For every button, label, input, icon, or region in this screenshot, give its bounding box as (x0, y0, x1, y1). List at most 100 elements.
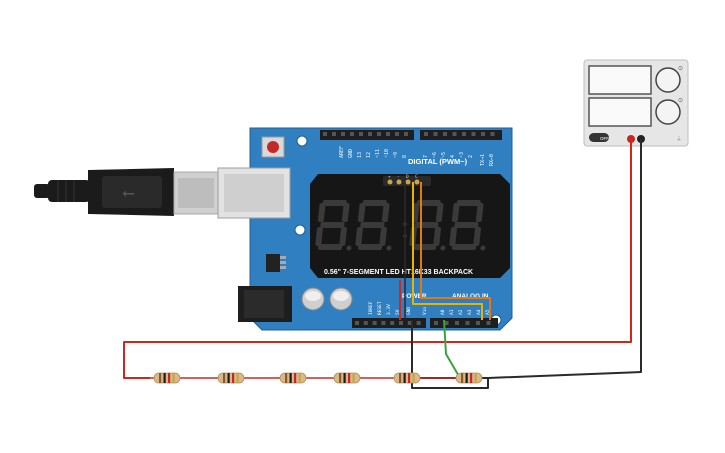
pin-hole (490, 132, 495, 136)
pin-hole (350, 132, 354, 136)
digit (315, 200, 352, 251)
pin-label-gnd: GND (348, 149, 354, 158)
pin-label-vin: Vin (422, 307, 428, 315)
wire-red-supply-to-resistors[interactable] (123, 139, 632, 379)
pin-label-13: 13 (357, 152, 363, 158)
segment (355, 227, 363, 246)
pin-label-gnd2: GND (406, 307, 412, 315)
segment (414, 222, 439, 228)
pin-label-4: 4 (450, 155, 456, 158)
display-pin-d: D (406, 174, 409, 180)
knob-top-mark: ⊙ (678, 66, 683, 72)
voltage-knob[interactable] (655, 67, 681, 93)
digital-pin-holes (323, 132, 495, 136)
segment (357, 203, 366, 222)
pin-hole (433, 132, 438, 136)
pin-label-a3: A3 (467, 309, 473, 315)
segment (339, 227, 347, 246)
pin-hole (443, 132, 447, 136)
segment (317, 244, 343, 250)
segment (456, 200, 481, 206)
pin-hole (407, 321, 412, 325)
digit (355, 200, 392, 251)
digital-header-right (420, 130, 502, 140)
wire-green-a0[interactable] (443, 319, 461, 379)
pin-hole (471, 132, 476, 136)
pin-hole (341, 132, 345, 136)
current-knob[interactable] (655, 99, 681, 125)
pin-label-11: ~11 (375, 149, 381, 158)
resistor[interactable] (393, 372, 421, 384)
display-label: 0.56" 7-SEGMENT LED HT16K33 BACKPACK (324, 269, 473, 276)
knob-bottom-mark: ⊙ (678, 98, 683, 104)
terminal-mark: ⏚ (676, 136, 682, 143)
pin-hole (404, 132, 408, 136)
segment (357, 244, 383, 250)
seven-segment-display[interactable]: + - D C 0.56" 7-SEGMENT LED HT16K33 BACK… (310, 174, 510, 278)
display-pin-minus: - (397, 175, 400, 180)
display-pin-plus: + (388, 175, 391, 180)
pin-hole (377, 132, 381, 136)
segment (433, 227, 441, 246)
power-header (352, 318, 426, 328)
pin-label-tx: TX→1 (480, 154, 486, 166)
pin-hole (368, 132, 372, 136)
decimal-point (386, 245, 392, 251)
segment (315, 227, 323, 246)
decimal-point (440, 245, 446, 251)
pin-label-a4: A4 (476, 309, 482, 315)
resistor[interactable] (279, 372, 307, 384)
pin-hole (323, 132, 327, 136)
pin-hole (332, 132, 336, 136)
wire-orange-scl[interactable] (420, 182, 491, 320)
analog-header (430, 318, 498, 328)
pin-hole (481, 132, 485, 136)
resistor-chain[interactable] (150, 372, 483, 384)
pin-hole (381, 321, 386, 325)
segment (379, 227, 387, 246)
resistor[interactable] (333, 372, 361, 384)
pin-hole (476, 321, 480, 325)
pin-label-a0: A0 (440, 309, 446, 315)
resistor[interactable] (217, 372, 245, 384)
segment (360, 222, 385, 228)
segment (435, 203, 444, 222)
pin-hole (486, 321, 491, 325)
segment (317, 203, 326, 222)
pin-label-ioref: IOREF (368, 301, 374, 315)
segment (411, 244, 437, 250)
segment (381, 203, 390, 222)
voltage-display (588, 65, 652, 95)
pin-hole (462, 132, 466, 136)
pin-label-3: ~3 (459, 152, 465, 158)
digit (449, 200, 486, 251)
pin-label-a5: A5 (485, 309, 491, 315)
wire-yellow-sda[interactable] (412, 182, 483, 320)
pin-hole (444, 321, 449, 325)
pin-label-10: ~10 (384, 149, 390, 158)
pin-label-7: 7 (423, 155, 429, 158)
usb-icon: ⭠ (122, 185, 135, 202)
pin-hole (452, 132, 457, 136)
pin-hole (395, 132, 399, 136)
resistor[interactable] (153, 372, 181, 384)
voltage-regulator (266, 254, 280, 272)
wires[interactable] (123, 139, 642, 389)
pin-label-6: ~6 (432, 152, 438, 158)
power-supply[interactable]: ⊙ ⊙ OFF ⏚ (583, 59, 689, 147)
pin-label-a1: A1 (449, 309, 455, 315)
pin-hole (416, 321, 421, 325)
display-pin-c: C (415, 174, 418, 180)
current-display (588, 97, 652, 127)
wire-black-supply-to-resistors[interactable] (487, 139, 642, 379)
pin-hole (399, 321, 403, 325)
power-switch[interactable] (589, 133, 609, 142)
resistor[interactable] (455, 372, 483, 384)
pin-label-12: 12 (366, 152, 372, 158)
pin-label-5v: 5V (395, 309, 401, 315)
power-header-title: POWER (402, 293, 427, 300)
pin-hole (424, 132, 428, 136)
display-pin-labels: + - D C (388, 174, 418, 180)
wire-black-gnd-loop[interactable] (411, 320, 489, 389)
